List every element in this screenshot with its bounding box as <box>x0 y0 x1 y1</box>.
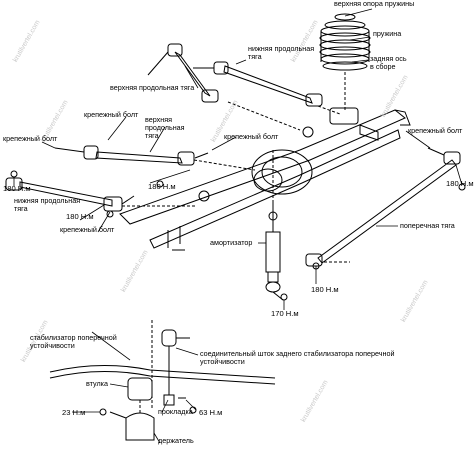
label-torque-180-lower: 180 Н.м <box>66 212 94 221</box>
upper-trailing-arm-top <box>148 44 218 102</box>
label-upper-spring-seat: верхняя опора пружины <box>334 0 415 8</box>
label-shock-absorber: амортизатор <box>210 238 253 247</box>
label-upper-trailing-arm-top: верхняя продольная тяга <box>110 83 195 92</box>
label-mounting-bolt-2: крепежный болт <box>224 132 279 141</box>
lateral-rod <box>306 148 460 266</box>
label-torque-180-mid: 180 Н.м <box>148 182 176 191</box>
label-mounting-bolt-1: крепежный болт <box>84 110 139 119</box>
label-mounting-bolt-lower: крепежный болт <box>60 225 115 234</box>
label-mounting-bolt-left: крепежный болт <box>3 134 58 143</box>
lower-trailing-arm-top <box>193 62 322 106</box>
label-lower-trailing-arm: нижняя продольная тяга <box>14 196 81 213</box>
upper-trailing-arm-mid <box>55 146 208 165</box>
label-spring: пружина <box>373 29 402 38</box>
label-lateral-rod: поперечная тяга <box>400 221 455 230</box>
label-mounting-bolt-right: крепежный болт <box>408 126 463 135</box>
torque-bolt-glyphs <box>11 171 465 415</box>
label-torque-23: 23 Н.м <box>62 408 86 417</box>
rear-axle <box>120 108 410 250</box>
label-torque-180-right: 180 Н.м <box>446 179 474 188</box>
label-stabilizer-bar: стабилизатор поперечной устойчивости <box>30 333 117 350</box>
stabilizer-section <box>50 320 275 440</box>
label-bushing: втулка <box>86 379 108 388</box>
label-upper-trailing-arm-mid: верхняя продольная тяга <box>145 115 185 140</box>
label-torque-170: 170 Н.м <box>271 309 299 318</box>
label-lower-trailing-arm-top: нижняя продольная тяга <box>248 44 315 61</box>
shock-absorber <box>266 150 283 300</box>
spring-assembly <box>320 14 370 70</box>
label-torque-180-left: 180 Н.м <box>3 184 31 193</box>
label-torque-180-lateral: 180 Н.м <box>311 285 339 294</box>
label-bracket: держатель <box>158 436 194 445</box>
label-rear-axle-assembly: задняя ось в сборе <box>370 54 407 71</box>
label-spacer: прокладка <box>158 407 193 416</box>
label-stabilizer-link: соединительный шток заднего стабилизатор… <box>200 349 395 366</box>
label-torque-63: 63 Н.м <box>199 408 223 417</box>
